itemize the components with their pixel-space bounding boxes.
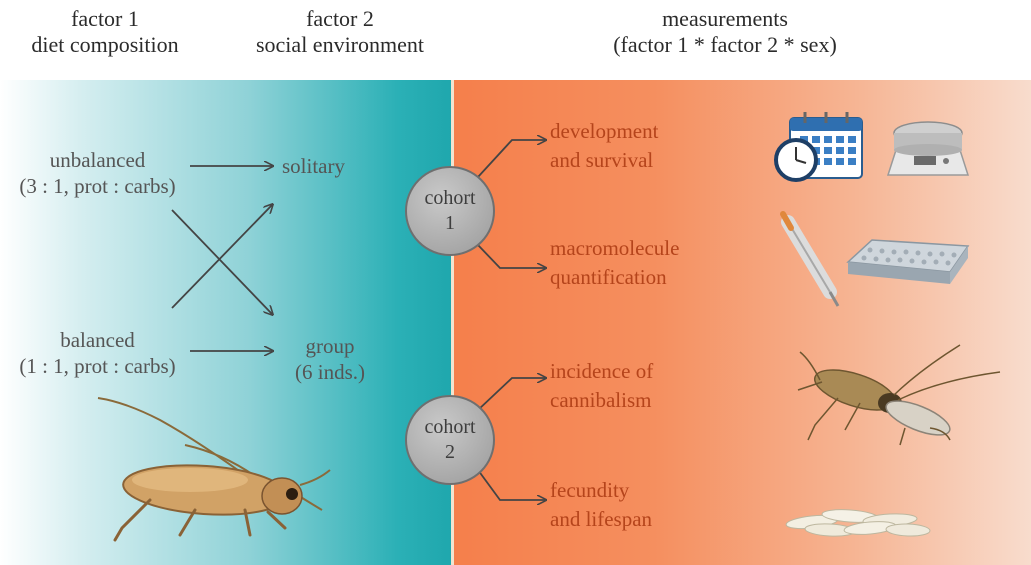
cohort1-label: cohort	[424, 186, 475, 211]
cricket-image	[98, 398, 330, 540]
cohort1-circle: cohort 1	[405, 166, 495, 256]
cricket-cannibalism-image	[798, 345, 1000, 445]
arrow-cohort2-fecundity	[478, 470, 545, 500]
arrow-unbalanced-group	[172, 210, 272, 314]
cohort2-number: 2	[445, 440, 455, 465]
clock-icon	[776, 140, 816, 180]
cohort2-label: cohort	[424, 415, 475, 440]
microplate-icon	[848, 240, 968, 284]
arrow-cohort2-cannibalism	[478, 378, 545, 410]
cohort2-circle: cohort 2	[405, 395, 495, 485]
arrow-cohort1-development	[478, 140, 545, 177]
eggs-image	[786, 508, 931, 537]
arrow-balanced-solitary	[172, 205, 272, 308]
scale-icon	[888, 122, 968, 175]
pipette-icon	[783, 214, 838, 306]
cohort1-number: 1	[445, 211, 455, 236]
arrow-cohort1-macromolecule	[478, 245, 545, 268]
